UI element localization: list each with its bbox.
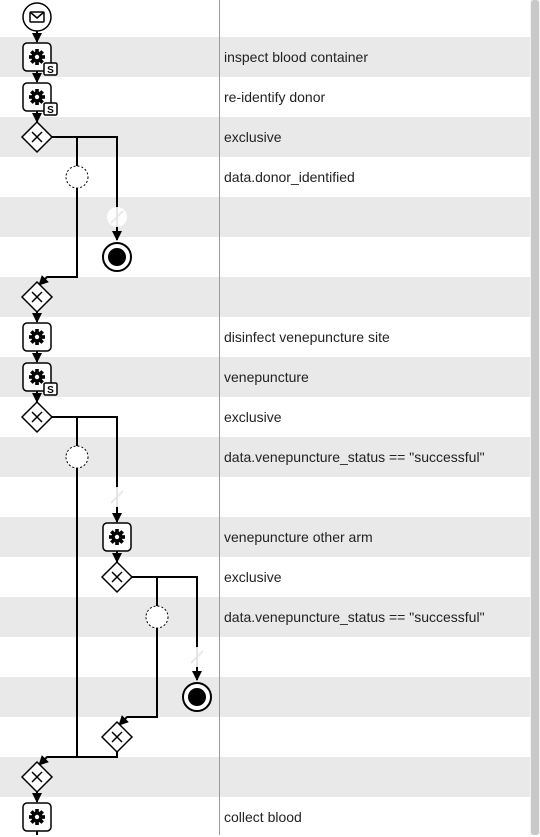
table-row[interactable]: inspect blood container <box>0 37 530 77</box>
scrollbar-thumb[interactable] <box>531 0 539 835</box>
row-label: inspect blood container <box>224 49 368 65</box>
row-list: inspect blood container re-identify donor… <box>0 37 530 837</box>
table-row[interactable]: venepuncture <box>0 357 530 397</box>
exclusive-gateway <box>20 400 54 434</box>
table-row[interactable] <box>0 277 530 317</box>
row-label: disinfect venepuncture site <box>224 329 390 345</box>
table-row[interactable]: data.venepuncture_status == "successful" <box>0 597 530 637</box>
row-label: venepuncture other arm <box>224 529 373 545</box>
subprocess-marker: S <box>43 382 58 396</box>
sequence-flow <box>38 137 78 286</box>
end-event <box>182 682 212 712</box>
vertical-scrollbar[interactable] <box>530 0 540 835</box>
table-row[interactable] <box>0 197 530 237</box>
sequence-flow <box>77 751 118 758</box>
exclusive-gateway <box>100 560 134 594</box>
task-node: S <box>22 362 58 396</box>
table-row[interactable]: disinfect venepuncture site <box>0 317 530 357</box>
condition-marker <box>65 165 89 189</box>
x-icon <box>31 771 43 783</box>
condition-marker <box>145 605 169 629</box>
svg-text:S: S <box>47 105 54 116</box>
process-diagram: S S S <box>20 2 212 835</box>
gear-icon <box>109 529 125 545</box>
exclusive-gateway <box>20 120 54 154</box>
task-node <box>102 522 132 552</box>
table-row[interactable]: venepuncture other arm <box>0 517 530 557</box>
task-node: S <box>22 82 58 116</box>
end-event <box>102 242 132 272</box>
envelope-icon <box>29 11 45 23</box>
x-icon <box>31 131 43 143</box>
exclusive-gateway <box>20 760 54 794</box>
sequence-flow <box>51 416 122 523</box>
exclusive-gateway <box>100 720 134 754</box>
row-label: data.venepuncture_status == "successful" <box>224 609 485 625</box>
x-icon <box>111 731 123 743</box>
default-flow-halo <box>107 207 127 227</box>
row-label: exclusive <box>224 569 282 585</box>
task-node <box>22 322 52 352</box>
subprocess-marker: S <box>43 102 58 116</box>
table-row[interactable]: data.donor_identified <box>0 157 530 197</box>
task-node <box>22 802 52 832</box>
gear-icon <box>29 809 45 825</box>
subprocess-marker: S <box>43 62 58 76</box>
condition-marker <box>65 445 89 469</box>
row-label: collect blood <box>224 809 302 825</box>
table-row[interactable]: exclusive <box>0 397 530 437</box>
x-icon <box>31 291 43 303</box>
default-flow-halo <box>107 487 127 507</box>
table-row[interactable] <box>0 677 530 717</box>
sequence-flow <box>118 577 158 726</box>
default-flow-halo <box>187 647 207 667</box>
table-row[interactable]: exclusive <box>0 557 530 597</box>
row-label: data.venepuncture_status == "successful" <box>224 449 485 465</box>
svg-text:S: S <box>47 385 54 396</box>
x-icon <box>111 571 123 583</box>
gear-icon <box>29 89 45 105</box>
gear-icon <box>29 49 45 65</box>
flow-nodes: S S S <box>20 2 212 832</box>
sequence-flow <box>131 576 202 681</box>
row-label: exclusive <box>224 129 282 145</box>
sequence-flow <box>38 417 78 766</box>
table-row[interactable]: collect blood <box>0 797 530 837</box>
message-start-event <box>22 2 52 32</box>
svg-text:S: S <box>47 65 54 76</box>
gear-icon <box>29 369 45 385</box>
table-row[interactable]: re-identify donor <box>0 77 530 117</box>
gear-icon <box>29 329 45 345</box>
x-icon <box>31 411 43 423</box>
row-label: venepuncture <box>224 369 309 385</box>
column-divider <box>219 0 220 835</box>
exclusive-gateway <box>20 280 54 314</box>
row-label: exclusive <box>224 409 282 425</box>
row-label: data.donor_identified <box>224 169 355 185</box>
row-label: re-identify donor <box>224 89 326 105</box>
sequence-flow <box>51 136 122 241</box>
task-node: S <box>22 42 58 76</box>
table-row[interactable] <box>0 757 530 797</box>
sequence-flows <box>32 31 204 835</box>
